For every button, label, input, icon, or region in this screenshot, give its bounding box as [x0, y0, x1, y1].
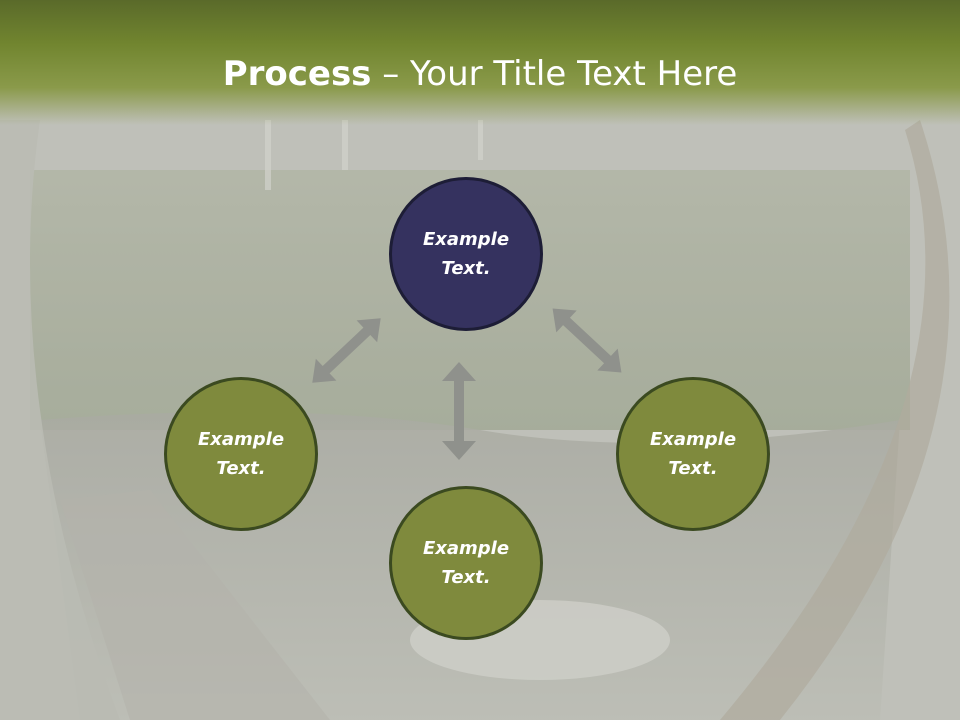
arrow-vertical [442, 362, 476, 460]
title-rest: – Your Title Text Here [371, 54, 738, 94]
node-right[interactable]: Example Text. [616, 377, 770, 531]
node-top-text: Example Text. [422, 229, 510, 279]
arrow-right-diagonal [552, 308, 622, 373]
title-bold: Process [222, 54, 372, 94]
page-title: Process – Your Title Text Here [0, 50, 960, 98]
node-bottom-text: Example Text. [422, 538, 510, 588]
node-right-text: Example Text. [649, 429, 737, 479]
arrow-left-diagonal [312, 318, 381, 383]
node-left[interactable]: Example Text. [164, 377, 318, 531]
title-bar [0, 0, 960, 125]
node-top[interactable]: Example Text. [389, 177, 543, 331]
node-bottom[interactable]: Example Text. [389, 486, 543, 640]
node-left-text: Example Text. [197, 429, 285, 479]
